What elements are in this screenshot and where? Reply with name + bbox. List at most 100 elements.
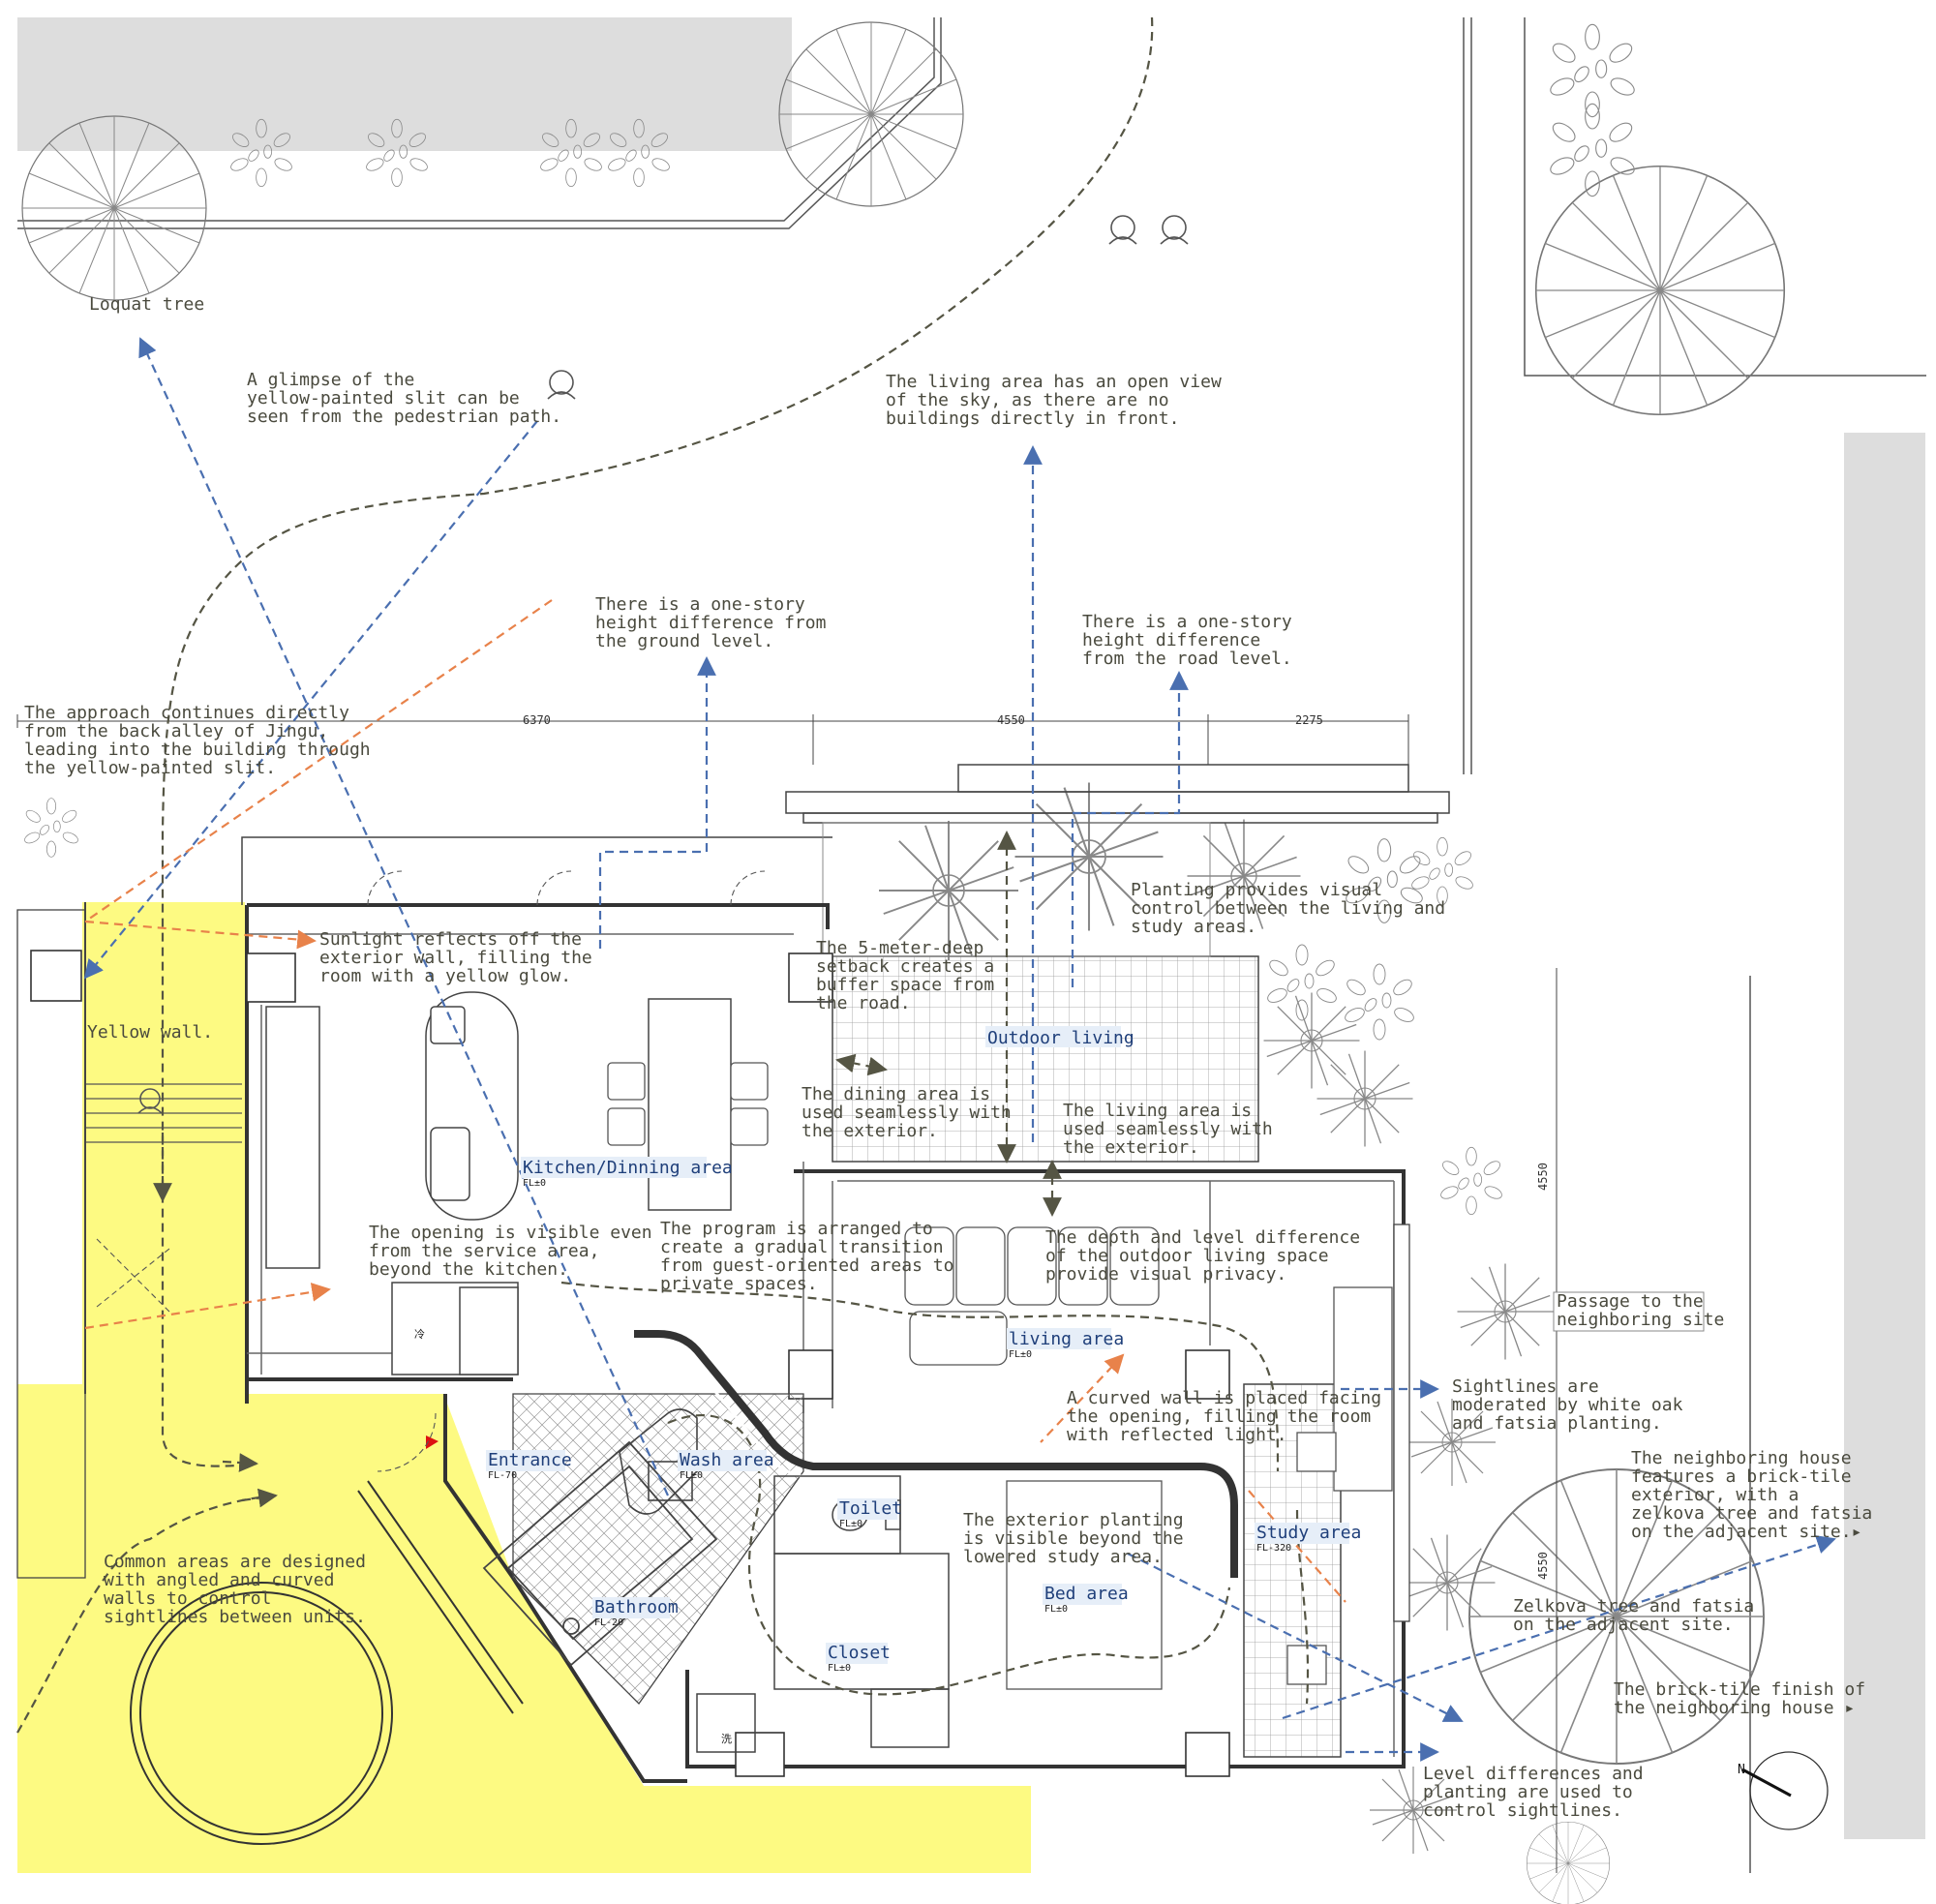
annotation-line: Sightlines are bbox=[1452, 1376, 1599, 1397]
study-chair bbox=[1286, 1432, 1337, 1685]
annotation-line: Common areas are designed bbox=[104, 1552, 366, 1572]
annotation-line: lowered study area. bbox=[963, 1547, 1163, 1567]
annotation-line: from the back alley of Jingu, bbox=[24, 721, 328, 741]
annotation-line: neighboring site bbox=[1557, 1310, 1724, 1330]
curved-wall-inner bbox=[634, 1344, 1224, 1578]
annotation-line: from guest-oriented areas to bbox=[660, 1255, 953, 1276]
street-band-right bbox=[1844, 433, 1925, 1839]
annotation-line: is visible beyond the bbox=[963, 1528, 1184, 1549]
bathroom-tub bbox=[482, 1440, 718, 1667]
annotation-line: the ground level. bbox=[595, 631, 773, 651]
annotation-line: The depth and level difference bbox=[1045, 1227, 1360, 1248]
room-label-bathroom: Bathroom FL-20 bbox=[592, 1597, 679, 1628]
annotation-line: The exterior planting bbox=[963, 1510, 1184, 1530]
annotation-line: room with a yellow glow. bbox=[319, 966, 571, 986]
room-name: Study area bbox=[1256, 1523, 1361, 1543]
room-name: Closet bbox=[828, 1643, 891, 1663]
room-label-entrance: Entrance FL-70 bbox=[486, 1450, 572, 1481]
dimension-label-v2: 4550 bbox=[1536, 1552, 1550, 1580]
annotation-line: A curved wall is placed facing bbox=[1067, 1388, 1381, 1408]
floor-level: FL-20 bbox=[594, 1617, 623, 1628]
room-label-outdoor-living: Outdoor living bbox=[985, 1026, 1134, 1048]
room-name: Bathroom bbox=[594, 1597, 679, 1617]
floor-level: FL±0 bbox=[839, 1519, 862, 1529]
floor-level: FL±0 bbox=[680, 1470, 703, 1481]
annotation-line: from the road level. bbox=[1082, 649, 1292, 669]
annotation-line: seen from the pedestrian path. bbox=[247, 407, 561, 427]
annotation-line: the exterior. bbox=[802, 1121, 938, 1141]
annotation-line: The dining area is bbox=[802, 1084, 990, 1104]
window-frame bbox=[1393, 1224, 1410, 1622]
annotation-line: study areas. bbox=[1131, 917, 1256, 937]
annotation-line: The approach continues directly bbox=[24, 703, 349, 723]
annotation-line: exterior, with a bbox=[1631, 1485, 1799, 1505]
annotation-line: Passage to the bbox=[1557, 1291, 1704, 1312]
annotation-line: The living area is bbox=[1063, 1101, 1252, 1121]
svg-text:N: N bbox=[1738, 1763, 1745, 1777]
annotation-yellow-wall: Yellow wall. bbox=[87, 1022, 213, 1043]
kitchen-counter bbox=[265, 1006, 519, 1375]
door-swing-icon bbox=[96, 870, 766, 1472]
annotation-line: setback creates a bbox=[816, 956, 994, 977]
outdoor-planting-bed bbox=[822, 822, 1211, 957]
annotation-line: the opening, filling the room bbox=[1067, 1406, 1371, 1427]
floor-level: FL-320 bbox=[1256, 1543, 1291, 1554]
annotation-line: There is a one-story bbox=[595, 594, 805, 615]
street-band-top bbox=[17, 17, 792, 151]
annotation-line: create a gradual transition bbox=[660, 1237, 944, 1257]
annotation-line: and fatsia planting. bbox=[1452, 1413, 1662, 1434]
annotation-line: yellow-painted slit can be bbox=[247, 388, 520, 408]
annotation-line: sightlines between units. bbox=[104, 1607, 366, 1627]
room-name: Toilet bbox=[839, 1498, 902, 1519]
room-name: Outdoor living bbox=[987, 1028, 1134, 1048]
annotation-line: the neighboring house ▸ bbox=[1614, 1698, 1855, 1718]
floor-level: FL±0 bbox=[1009, 1349, 1032, 1360]
annotation-line: of the outdoor living space bbox=[1045, 1246, 1329, 1266]
room-label-kitchen: Kitchen/Dinning area FL±0 bbox=[521, 1157, 733, 1189]
curved-wall bbox=[634, 1330, 1238, 1578]
room-label-living: living area FL±0 bbox=[1007, 1328, 1124, 1360]
annotation-line: on the adjacent site. bbox=[1513, 1615, 1734, 1635]
room-name: Bed area bbox=[1044, 1584, 1129, 1604]
annotation-line: A glimpse of the bbox=[247, 370, 414, 390]
room-label-bed: Bed area FL±0 bbox=[1043, 1584, 1129, 1615]
outdoor-living-deck bbox=[832, 955, 1259, 1163]
annotation-line: zelkova tree and fatsia bbox=[1631, 1503, 1872, 1524]
fridge-label: 冷 bbox=[414, 1328, 425, 1341]
sightline-arrow bbox=[83, 337, 1836, 1762]
kitchen-island bbox=[425, 991, 732, 1221]
annotation-line: The neighboring house bbox=[1631, 1448, 1852, 1468]
annotation-line: with angled and curved bbox=[104, 1570, 334, 1590]
room-label-closet: Closet FL±0 bbox=[826, 1643, 891, 1674]
dining-chairs bbox=[607, 1062, 769, 1146]
annotation-line: There is a one-story bbox=[1082, 612, 1292, 632]
annotation-line: of the sky, as there are no bbox=[886, 390, 1169, 410]
annotation-line: beyond the kitchen. bbox=[369, 1259, 568, 1280]
annotation-line: leading into the building through bbox=[24, 740, 371, 760]
annotation-line: The living area has an open view bbox=[886, 372, 1222, 392]
annotation-line: used seamlessly with bbox=[1063, 1119, 1273, 1139]
annotation-line: exterior wall, filling the bbox=[319, 948, 592, 968]
floor-level: FL±0 bbox=[523, 1178, 546, 1189]
floor-level: FL-70 bbox=[488, 1470, 517, 1481]
door-indicator-icon bbox=[426, 1436, 439, 1449]
annotation-line: the yellow-painted slit. bbox=[24, 758, 276, 778]
annotation-line: The 5-meter-deep bbox=[816, 938, 983, 958]
annotation-line: on the adjacent site.▸ bbox=[1631, 1522, 1861, 1542]
room-label-toilet: Toilet FL±0 bbox=[837, 1498, 902, 1529]
